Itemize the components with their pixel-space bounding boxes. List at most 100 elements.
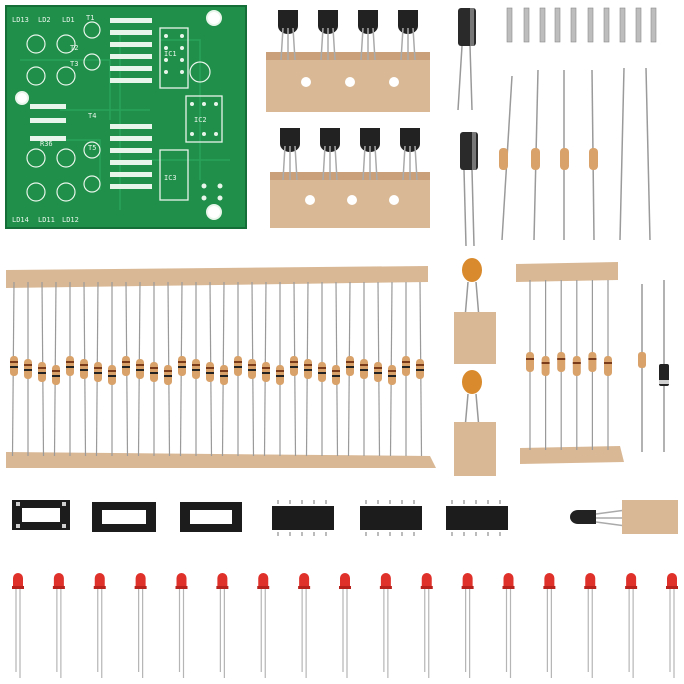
transistor (360, 128, 380, 181)
pcb-board: LD13 LD2 LD1 T1 T2 T3 T4 T5 R36 LD14 LD1… (5, 5, 247, 229)
red-led (12, 573, 24, 678)
resistor-strip-main (6, 266, 436, 468)
diode (638, 284, 646, 452)
ic-chip (446, 500, 508, 536)
loose-resistor-bodies (499, 148, 598, 170)
resistor (402, 282, 410, 456)
red-led (52, 573, 65, 678)
ceramic-capacitor (454, 370, 496, 476)
resistor (572, 280, 581, 450)
transistor (320, 128, 340, 181)
resistor (24, 282, 32, 456)
red-led (175, 573, 188, 678)
resistor (66, 282, 74, 456)
resistor (178, 281, 186, 457)
pcb-label-t3: T3 (70, 60, 78, 68)
resistor-strip-small (516, 262, 624, 464)
ic-socket (92, 502, 156, 532)
pcb-label-t4: T4 (88, 112, 96, 120)
transistor (358, 10, 378, 61)
resistor (38, 281, 46, 457)
resistor (206, 281, 214, 457)
electrolytic-capacitor (457, 8, 476, 111)
resistor (557, 280, 566, 450)
transistor (278, 10, 298, 61)
pcb-label-t1: T1 (86, 14, 94, 22)
resistor (541, 280, 550, 450)
resistor (304, 281, 312, 457)
resistor (604, 280, 612, 450)
red-led (134, 573, 147, 678)
ic-chip (360, 500, 422, 536)
red-led (584, 573, 597, 678)
resistor (374, 281, 382, 457)
pcb-label-ld12: LD12 (62, 216, 79, 224)
pcb-label-ld11: LD11 (38, 216, 55, 224)
transistor-strip-bottom (270, 128, 430, 228)
pcb-label-ld1: LD1 (62, 16, 75, 24)
resistor (262, 281, 270, 457)
resistor (150, 282, 158, 456)
resistor (52, 281, 60, 457)
resistor (164, 281, 172, 457)
resistor (290, 281, 298, 457)
resistor (318, 282, 326, 456)
red-led (666, 573, 678, 678)
red-led (420, 573, 433, 678)
resistor (10, 281, 18, 457)
pcb-label-ld13: LD13 (12, 16, 29, 24)
resistor (388, 281, 396, 457)
red-led (502, 573, 515, 678)
resistor (276, 282, 284, 456)
pcb-label-ic2: IC2 (194, 116, 207, 124)
red-led (339, 573, 351, 678)
resistor (234, 282, 242, 456)
header-pins (506, 7, 657, 43)
red-led (216, 573, 229, 678)
red-led (461, 573, 474, 678)
ceramic-capacitor (454, 258, 496, 364)
resistor (192, 282, 200, 456)
resistor (94, 281, 102, 457)
electrolytic-capacitor (460, 132, 478, 247)
ic-socket (180, 502, 242, 532)
transistor (400, 128, 420, 181)
red-led (543, 573, 556, 678)
transistor (398, 10, 418, 61)
red-led (379, 573, 392, 678)
pcb-label-ld2: LD2 (38, 16, 51, 24)
resistor (220, 281, 228, 457)
resistor (588, 280, 597, 450)
pcb-label-r36: R36 (40, 140, 53, 148)
ic-socket (12, 500, 70, 530)
led-row (12, 573, 678, 678)
transistor (318, 10, 338, 61)
pcb-label-ld14: LD14 (12, 216, 29, 224)
red-led (625, 573, 638, 678)
resistor (346, 281, 354, 457)
loose-resistors (501, 67, 651, 241)
resistor (136, 281, 144, 457)
resistor (360, 282, 368, 456)
resistor (122, 281, 130, 457)
pcb-label-ic3: IC3 (164, 174, 177, 182)
resistor (108, 282, 116, 456)
transistor-strip-top (266, 10, 430, 112)
pcb-label-ic1: IC1 (164, 50, 177, 58)
red-led (257, 573, 270, 678)
resistor (248, 281, 256, 457)
pcb-label-t2: T2 (70, 44, 78, 52)
resistor (332, 281, 340, 457)
red-led (298, 573, 311, 678)
voltage-regulator (570, 500, 678, 534)
diode (659, 280, 669, 452)
transistor (280, 128, 300, 181)
resistor (526, 280, 534, 450)
ic-chip (272, 500, 334, 536)
red-led (93, 573, 106, 678)
resistor (416, 281, 424, 457)
resistor (80, 281, 88, 457)
pcb-label-t5: T5 (88, 144, 96, 152)
